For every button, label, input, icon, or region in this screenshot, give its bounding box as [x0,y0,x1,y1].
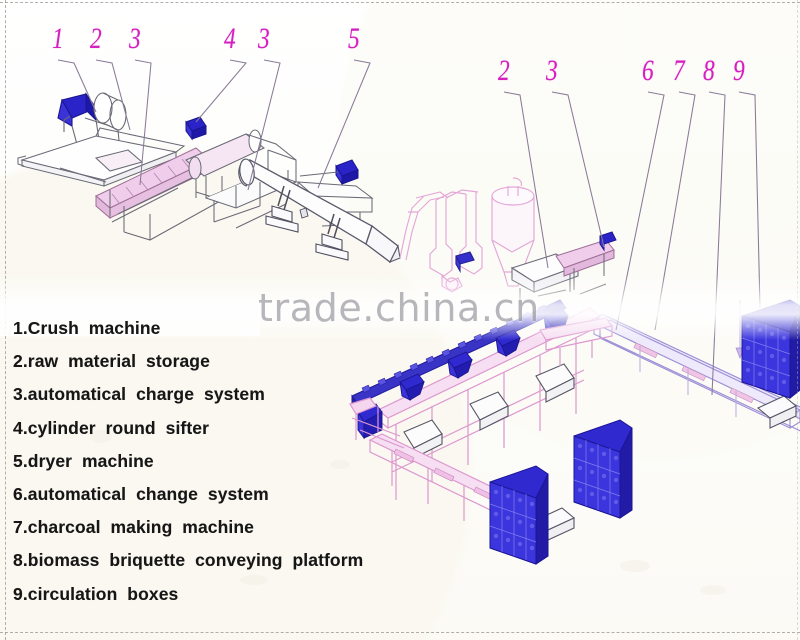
circulation-boxes-stack-left [489,465,549,565]
legend-item-label: 4.cylinder round sifter [13,417,210,438]
legend-item-label: 6.automatical change system [13,484,269,505]
callout-number-9: 9 [733,54,745,87]
callout-number-2: 2 [498,54,510,87]
legend-item-label: 3.automatical charge system [13,384,265,405]
paper-speck [700,585,726,595]
legend-item-label: 1.Crush machine [13,318,161,339]
callout-number-8: 8 [703,54,715,87]
paper-speck [90,430,112,443]
callout-leader-lines [57,59,761,396]
leader-line-5 [317,59,371,189]
leader-line-7 [654,91,696,331]
leader-line-9 [738,91,761,309]
perforation-border-right [797,0,798,640]
raw-material-storage [17,127,186,187]
leader-line-3 [134,59,152,186]
charcoal-machine-unit [447,351,473,379]
charcoal-machine-unit [399,373,425,401]
perforation-border-bottom [0,632,800,633]
legend-item-8: 8.biomass briquette conveying platform [13,544,433,577]
leader-line-8 [708,91,726,396]
legend-item-label: 8.biomass briquette conveying platform [13,550,364,571]
automatical-charge-system-right [555,231,617,295]
legend-item-7: 7.charcoal making machine [13,511,433,544]
leader-line-2 [503,91,549,269]
paper-speck [240,575,268,585]
legend-item-5: 5.dryer machine [13,445,433,478]
legend-item-6: 6.automatical change system [13,478,433,511]
callout-number-3: 3 [129,22,141,55]
legend-list: 1.Crush machine 2.raw material storage 3.a… [13,312,433,611]
callout-number-2: 2 [90,22,102,55]
callout-number-4: 4 [224,22,236,55]
legend-item-label: 9.circulation boxes [13,583,179,604]
leader-line-4 [195,59,247,123]
callout-number-7: 7 [673,54,685,87]
paper-speck [620,560,650,572]
leader-line-6 [615,91,665,331]
callout-number-1: 1 [52,22,64,55]
callout-number-5: 5 [348,22,360,55]
legend-item-1: 1.Crush machine [13,312,433,345]
legend-item-label: 5.dryer machine [13,450,154,471]
legend-item-9: 9.circulation boxes [13,578,433,611]
legend-item-label: 7.charcoal making machine [13,517,254,538]
legend-item-4: 4.cylinder round sifter [13,412,433,445]
circulation-boxes-stack-middle [573,419,633,519]
callout-number-3: 3 [258,22,270,55]
automatical-charge-system-left [95,116,224,241]
leader-line-3 [551,91,605,248]
leader-line-3 [247,59,281,191]
callout-number-6: 6 [642,54,654,87]
perforation-border-left [5,0,6,640]
circulation-boxes-stack-right [741,299,800,400]
dryer-machine [238,158,401,264]
legend-item-3: 3.automatical charge system [13,378,433,411]
automatical-change-system [349,397,405,449]
legend-item-label: 2.raw material storage [13,351,210,372]
legend-item-2: 2.raw material storage [13,345,433,378]
paper-speck [330,460,350,469]
callout-number-3: 3 [546,54,558,87]
leader-line-2 [95,59,131,131]
leader-line-1 [57,59,97,113]
perforation-border-top [0,2,800,3]
